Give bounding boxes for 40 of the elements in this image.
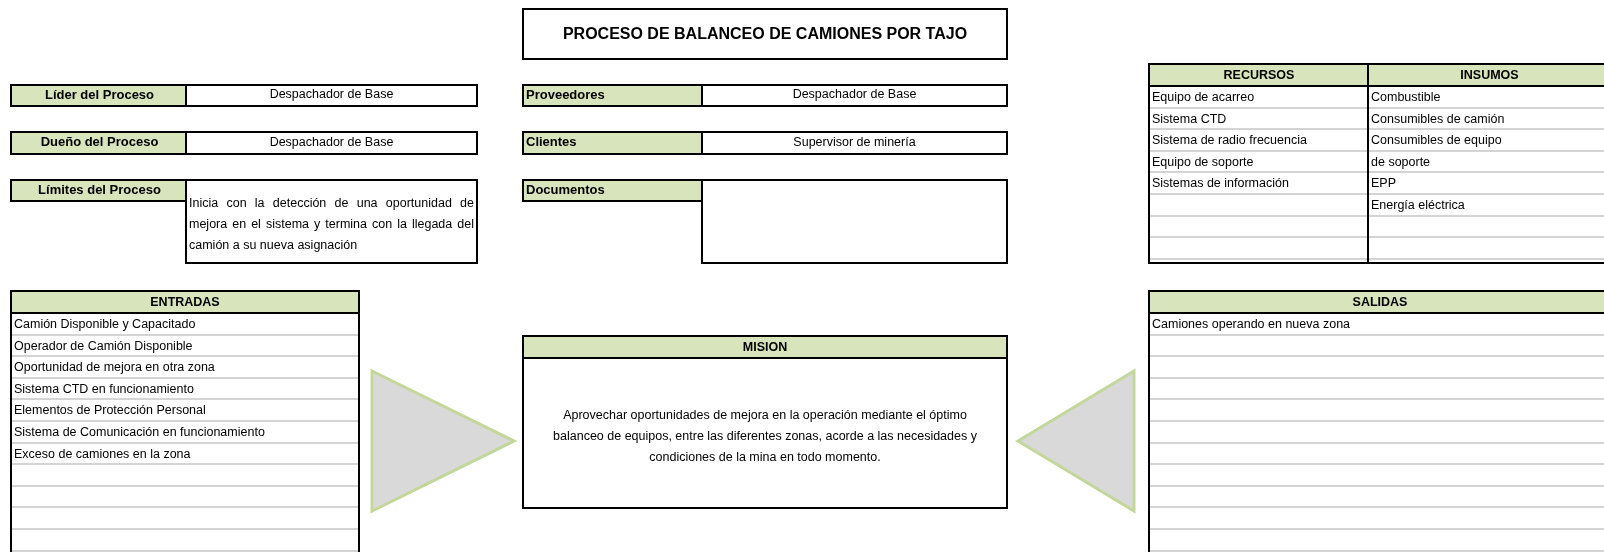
mission-text: Aprovechar oportunidades de mejora en la operación mediante el óptimo balanceo de equipos, entre las diferentes zonas, acorde a las necesidades y condiciones de la mina en todo momento. [552,407,978,466]
table-row-text: Oportunidad de mejora en otra zona [12,357,358,379]
list-table [1148,63,1370,264]
list-table [1148,290,1604,552]
chevron-arrow [1015,368,1136,514]
section-header: MISION [524,337,1006,359]
field-label: Clientes [522,131,703,155]
title-text: PROCESO DE BALANCEO DE CAMIONES POR TAJO [562,25,968,43]
column-header: RECURSOS [1150,65,1368,87]
table-row-text: Elementos de Protección Personal [12,400,358,422]
field-value: Despachador de Base [701,84,1008,107]
table-row-text: Operador de Camión Disponible [12,335,358,358]
field-label: Documentos [522,179,703,202]
table-row-text: Sistema CTD en funcionamiento [12,378,358,401]
mission-box [522,335,1008,509]
table-row-text: de soporte [1369,151,1604,174]
table-row-text: EPP [1369,173,1604,195]
table-row-text: Exceso de camiones en la zona [12,443,358,466]
field-value: Supervisor de minería [701,131,1008,155]
table-row-text: Consumibles de equipo [1369,130,1604,152]
column-header: SALIDAS [1150,292,1604,314]
list-table [1367,63,1604,264]
table-row-text: Energía eléctrica [1369,194,1604,217]
list-table [10,290,360,552]
title-box [522,8,1008,60]
column-header: ENTRADAS [12,292,358,314]
table-row-text: Camión Disponible y Capacitado [12,314,358,336]
field-value: Despachador de Base [185,84,478,107]
column-header: INSUMOS [1369,65,1604,87]
field-label: Dueño del Proceso [10,131,187,155]
field-label: Proveedores [522,84,703,107]
table-row-text: Combustible [1369,87,1604,109]
table-row-text: Sistema de Comunicación en funcionamiento [12,421,358,444]
field-label: Límites del Proceso [10,179,187,202]
table-row-text: Camiones operando en nueva zona [1150,314,1604,336]
table-row-text: Consumibles de camión [1369,108,1604,131]
field-value: Despachador de Base [185,131,478,155]
chevron-arrow [370,368,518,514]
field-label: Líder del Proceso [10,84,187,107]
field-value: Inicia con la detección de una oportunidad de mejora en el sistema y termina con la llegada del camión a su nueva asignación [185,179,478,264]
